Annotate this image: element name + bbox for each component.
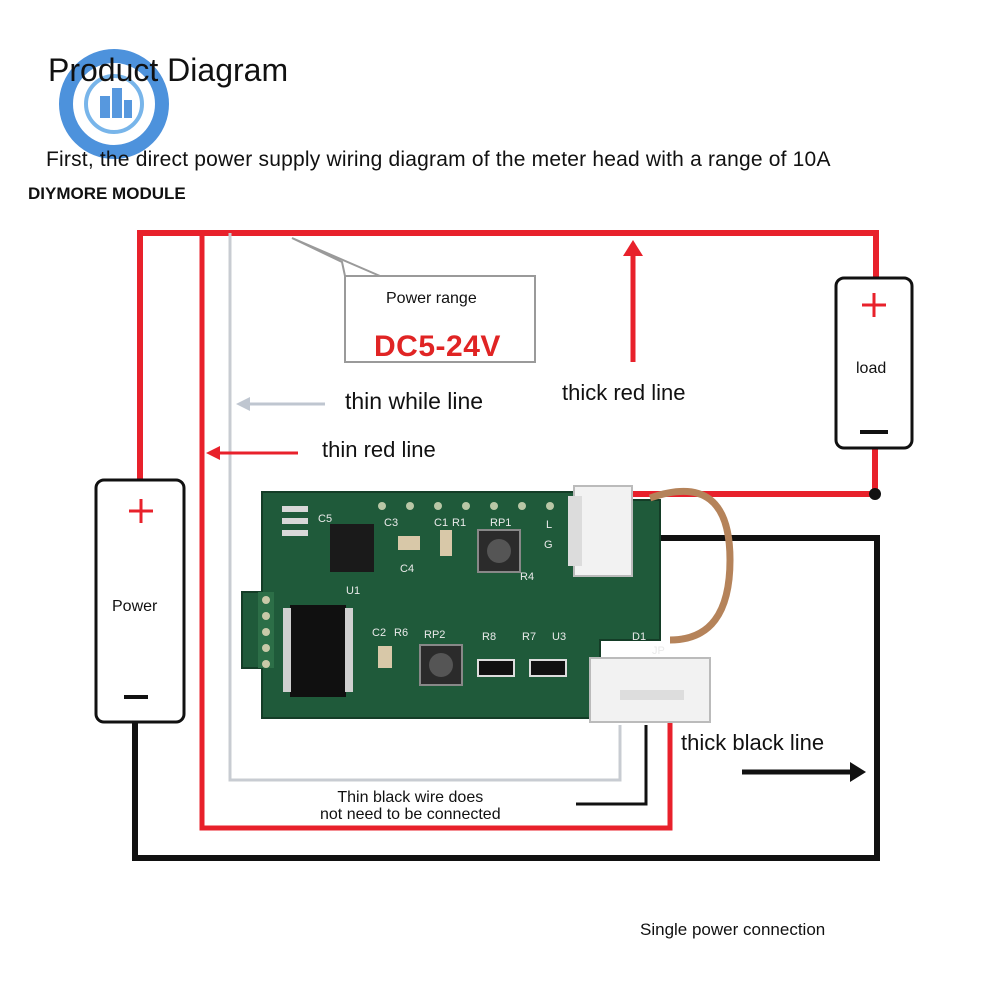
thin-white-wire [228, 233, 622, 782]
note-line: Thin black wire does [337, 789, 484, 806]
thick-black-arrow [742, 762, 866, 782]
pcb-label: C4 [400, 563, 414, 575]
pcb-label: JP [652, 645, 665, 657]
pcb-label: C2 [372, 627, 386, 639]
pcb-label: D1 [632, 631, 646, 643]
thick-red-line-label: thick red line [562, 380, 686, 405]
pcb-label: R1 [452, 517, 466, 529]
pcb-label: G [544, 539, 553, 551]
thin-white-line-label: thin while line [345, 388, 484, 414]
power-supply-box [94, 478, 186, 724]
pcb-label: RP1 [490, 517, 511, 529]
power-range-value: DC5-24V [374, 330, 501, 363]
page-subtitle: First, the direct power supply wiring di… [46, 148, 831, 171]
pcb-label: R4 [520, 571, 534, 583]
pcb-label: U3 [552, 631, 566, 643]
thin-red-arrow [206, 446, 298, 460]
meter-pcb [241, 485, 734, 723]
page-title: Product Diagram [48, 52, 289, 88]
brand-label: DIYMORE MODULE [28, 184, 186, 203]
note-line: not need to be connected [320, 806, 501, 823]
thin-white-arrow [236, 397, 325, 411]
thick-red-wire [137, 230, 879, 480]
footer-caption: Single power connection [640, 920, 826, 939]
pcb-label: R8 [482, 631, 496, 643]
thick-red-arrow [623, 240, 643, 362]
pcb-label: C5 [318, 513, 332, 525]
load-box [834, 276, 914, 450]
pcb-label: U1 [346, 585, 360, 597]
power-supply-label: Power [112, 598, 158, 615]
pcb-label: C1 [434, 517, 448, 529]
load-return-wire [625, 448, 878, 497]
diymore-logo [59, 49, 169, 159]
thin-black-wire [576, 725, 648, 806]
load-label: load [856, 360, 887, 377]
power-range-title: Power range [386, 290, 477, 307]
pcb-label: R6 [394, 627, 408, 639]
pcb-label: L [546, 519, 552, 531]
thin-red-wire [199, 233, 673, 831]
thin-black-wire-note: Thin black wire does not need to be conn… [320, 789, 501, 823]
pcb-label: C3 [384, 517, 398, 529]
thick-black-wire [132, 535, 880, 861]
pcb-label: RP2 [424, 629, 445, 641]
thin-red-line-label: thin red line [322, 437, 436, 462]
thick-black-line-label: thick black line [681, 730, 825, 755]
junction-dot [869, 488, 881, 500]
pcb-label: R7 [522, 631, 536, 643]
